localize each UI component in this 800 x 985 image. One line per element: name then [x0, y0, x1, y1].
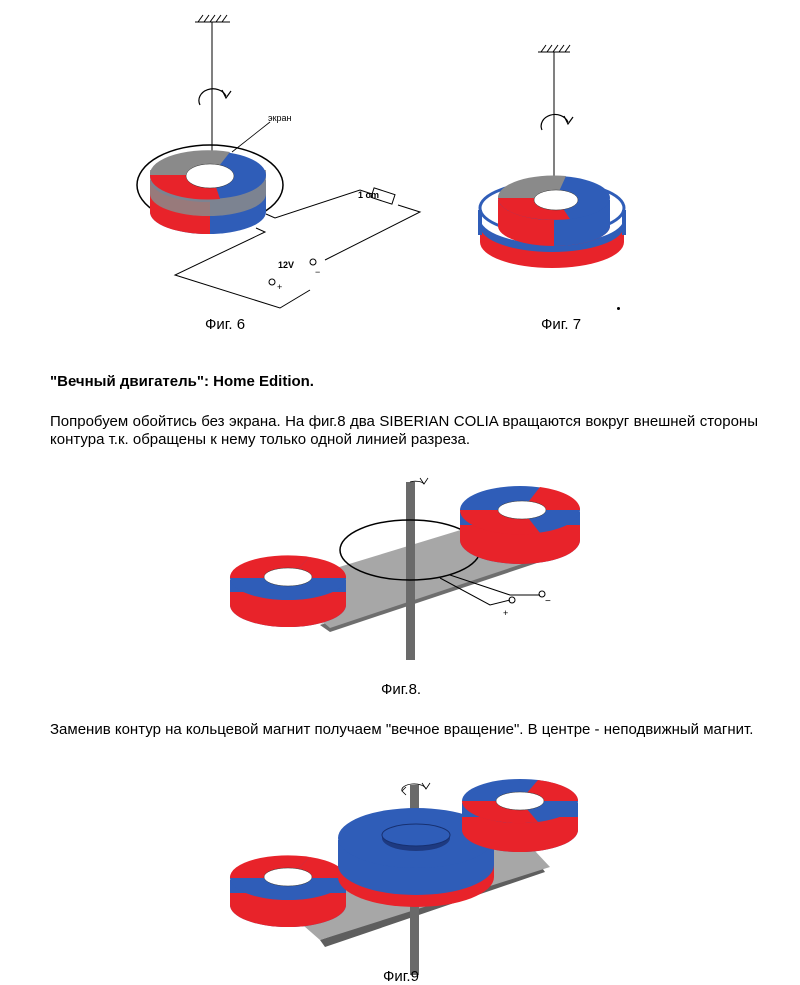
plus-sign: +: [277, 282, 282, 292]
ceiling-mount-icon: [538, 44, 571, 53]
rotation-arrow-icon: [540, 113, 574, 131]
center-ring-magnet: [338, 808, 494, 907]
screen-pointer: [231, 121, 271, 153]
fig6-caption: Фиг. 6: [205, 316, 246, 333]
section-heading: "Вечный двигатель": Home Edition.: [50, 373, 314, 390]
minus-sign: −: [315, 267, 320, 277]
terminal-minus: [538, 590, 546, 598]
fig8-caption: Фиг.8.: [381, 681, 422, 698]
fig9-caption: Фиг.9: [383, 968, 419, 985]
magnet-with-ring: [478, 175, 626, 268]
paragraph-2-text: Заменив контур на кольцевой магнит получ…: [50, 721, 754, 738]
paragraph-2: Заменив контур на кольцевой магнит получ…: [50, 721, 758, 739]
siberian-colia-magnet: [149, 150, 266, 235]
screen-label: экран: [268, 113, 292, 123]
rotation-arrow-icon: [198, 88, 232, 106]
resistor-label: 1 om: [358, 190, 379, 200]
plus-sign: +: [503, 608, 508, 618]
voltage-label: 12V: [278, 260, 294, 270]
terminal-minus: [309, 258, 317, 266]
circuit-wires: [173, 189, 422, 309]
paragraph-1: Попробуем обойтись без экрана. На фиг.8 …: [50, 413, 758, 449]
right-magnet: [461, 779, 579, 852]
figure-9-drawing: [229, 779, 579, 975]
figure-6-drawing: экран 1 om 12V + −: [136, 14, 422, 309]
figure-8-drawing: + −: [229, 477, 581, 660]
terminal-plus: [268, 278, 276, 286]
ceiling-mount-icon: [195, 14, 230, 23]
axle: [406, 482, 415, 660]
left-magnet: [229, 855, 347, 927]
figure-7-drawing: •: [478, 44, 626, 268]
fig7-caption: Фиг. 7: [541, 316, 582, 333]
minus-sign: −: [545, 596, 551, 607]
left-magnet: [229, 555, 347, 627]
resistor: [370, 187, 396, 205]
right-magnet: [459, 486, 581, 564]
paragraph-1-text: Попробуем обойтись без экрана. На фиг.8 …: [50, 413, 758, 448]
stray-dot: [617, 307, 620, 310]
terminal-plus: [508, 596, 516, 604]
